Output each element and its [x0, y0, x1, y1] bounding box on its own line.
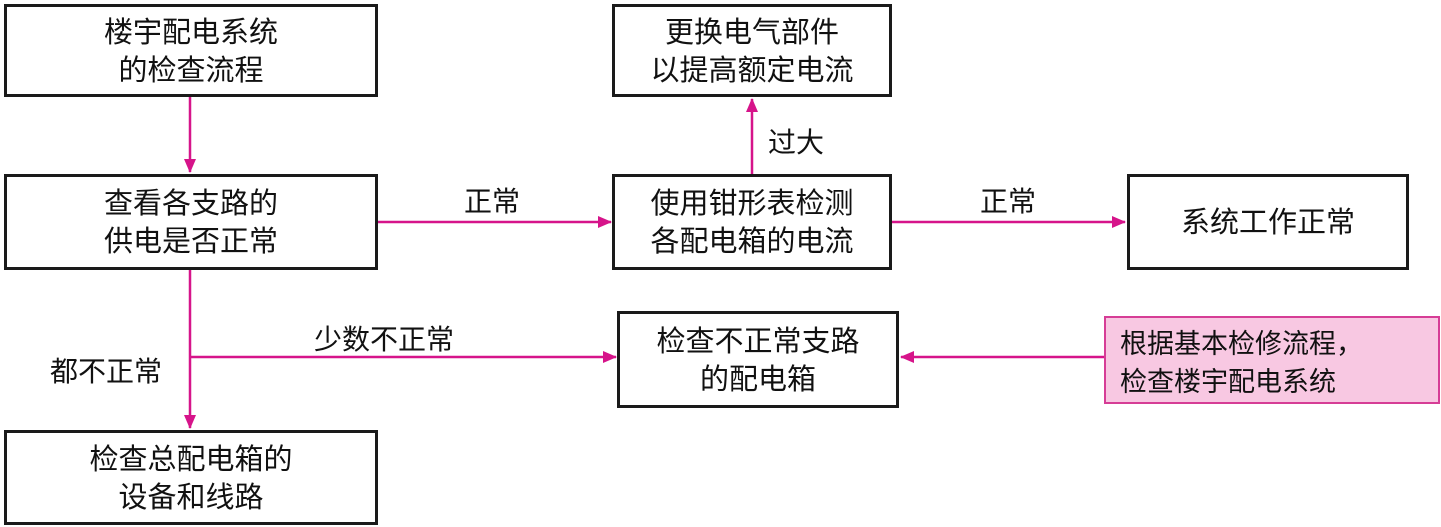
edge-label-normal-2: 正常: [980, 185, 1037, 218]
node-system-ok: 系统工作正常: [1127, 174, 1409, 270]
node-check-abnormal-text: 检查不正常支路 的配电箱: [656, 323, 860, 396]
node-start: 楼宇配电系统 的检查流程: [4, 4, 378, 97]
edge-label-all-abnormal: 都不正常: [50, 355, 163, 388]
node-check-branches: 查看各支路的 供电是否正常: [4, 174, 378, 270]
node-system-ok-text: 系统工作正常: [1180, 205, 1355, 239]
node-check-branches-text: 查看各支路的 供电是否正常: [103, 186, 278, 258]
edge-label-few-abnormal: 少数不正常: [314, 323, 455, 356]
node-clamp-meter: 使用钳形表检测 各配电箱的电流: [612, 174, 892, 270]
node-check-main-box: 检查总配电箱的 设备和线路: [4, 430, 378, 525]
node-replace-parts-text: 更换电气部件 以提高额定电流: [650, 14, 854, 87]
node-check-abnormal: 检查不正常支路 的配电箱: [617, 311, 899, 408]
node-start-text: 楼宇配电系统 的检查流程: [103, 14, 278, 87]
note-box: 根据基本检修流程， 检查楼宇配电系统: [1104, 316, 1440, 404]
edge-label-normal-1: 正常: [464, 185, 521, 218]
node-replace-parts: 更换电气部件 以提高额定电流: [612, 4, 892, 97]
node-check-main-box-text: 检查总配电箱的 设备和线路: [89, 441, 293, 514]
node-clamp-meter-text: 使用钳形表检测 各配电箱的电流: [650, 186, 854, 258]
edge-label-too-large: 过大: [768, 126, 825, 159]
